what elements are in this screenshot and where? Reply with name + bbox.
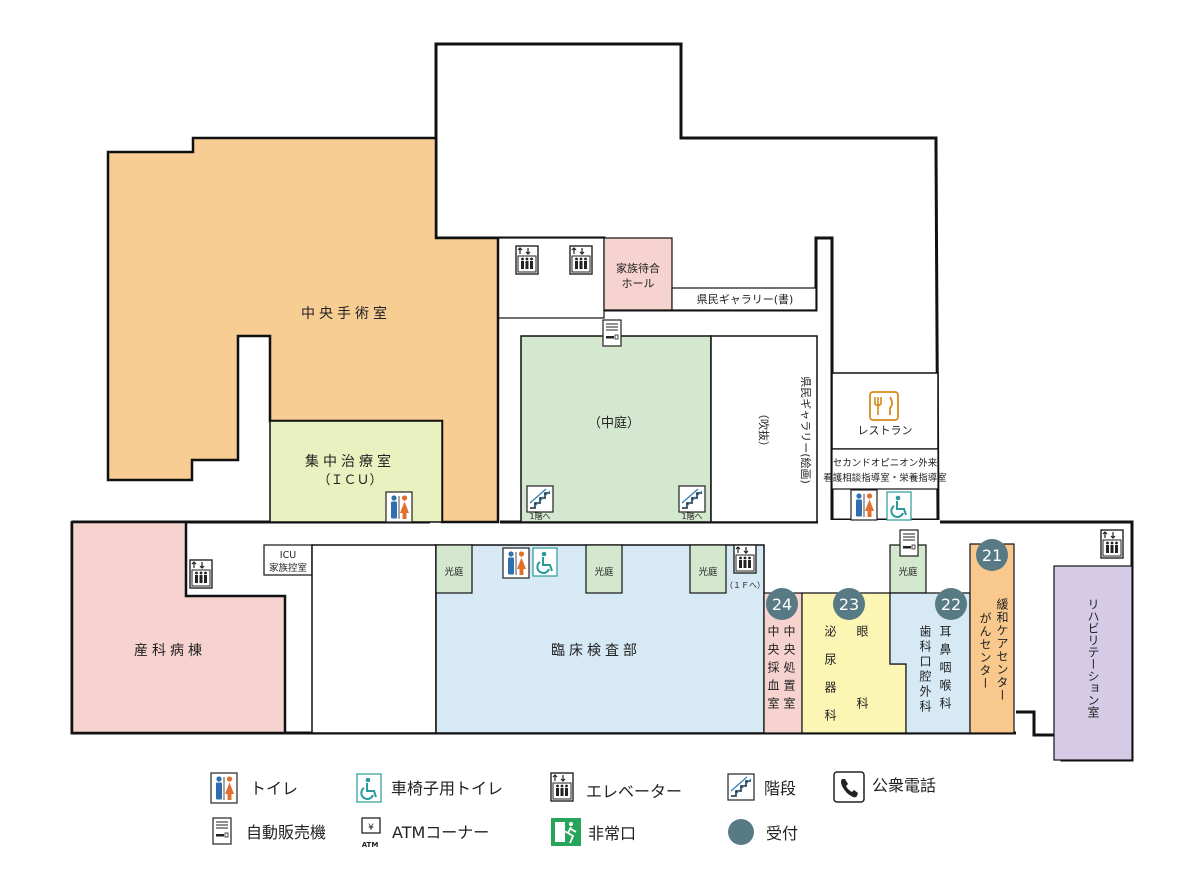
- rehab-room: [1053, 565, 1133, 761]
- reception-badge-21: 21: [976, 539, 1008, 571]
- ophth-label: 眼科: [855, 625, 869, 769]
- icu-family-label-2: 家族控室: [269, 562, 307, 574]
- svg-text:21: 21: [982, 546, 1002, 565]
- toilet-icon: [502, 547, 530, 579]
- atm-icon-text: ATM: [362, 841, 379, 849]
- phone-icon: [833, 771, 865, 803]
- ent-label-col1: 耳鼻咽喉科: [938, 625, 952, 715]
- atrium-label: （吹抜）: [757, 408, 771, 452]
- reception-badge-22: 22: [935, 588, 967, 620]
- svg-text:22: 22: [941, 595, 961, 614]
- atm-icon: ¥ ATM: [361, 817, 381, 849]
- icu-label-1: 集中治療室: [305, 453, 395, 470]
- second-opinion-label-2: 看護相談指導室・栄養指導室: [823, 472, 947, 484]
- vending-icon: [899, 529, 919, 557]
- toilet-icon: [210, 772, 238, 804]
- legend-accessible-label: 車椅子用トイレ: [391, 779, 503, 798]
- obstetrics-ward: [70, 520, 287, 735]
- family-hall-label-2: ホール: [622, 277, 655, 290]
- reception-badge-23: 23: [833, 588, 865, 620]
- light-court-label-4: 光庭: [898, 566, 918, 578]
- gallery-book-corridor: [671, 287, 817, 311]
- legend-elevator-label: エレベーター: [586, 782, 682, 801]
- light-court-label-1: 光庭: [444, 566, 464, 578]
- surgery-label: 中央手術室: [301, 305, 391, 322]
- svg-text:23: 23: [839, 595, 859, 614]
- vending-icon: [602, 319, 622, 347]
- icu-room: [269, 420, 443, 523]
- restaurant-icon: [869, 391, 899, 421]
- legend-reception-label: 受付: [766, 824, 798, 843]
- blood-label-col1: 中央処置室: [782, 624, 796, 715]
- uro-label: 泌尿器科: [823, 625, 837, 737]
- toilet-icon: [385, 491, 413, 523]
- rehab-label: リハビリテーション室: [1086, 598, 1100, 718]
- wheelchair-icon: [886, 491, 912, 521]
- family-hall-label-1: 家族待合: [616, 261, 660, 275]
- second-opinion-room: [831, 448, 939, 490]
- gallery-painting-label: 県民ギャラリー(絵画): [799, 376, 813, 484]
- stairs-icon: [678, 485, 706, 513]
- elevator-icon: [550, 772, 574, 802]
- elevator-icon: [733, 544, 757, 574]
- toilet-icon: [850, 489, 878, 521]
- stairs-1f-label-2: 1階へ: [681, 511, 702, 521]
- lab-label: 臨床検査部: [551, 643, 641, 659]
- blood-label-col2: 中央採血室: [766, 624, 780, 715]
- stairs-1f-label-1: 1階へ: [529, 511, 550, 521]
- elevator-icon: [569, 245, 593, 275]
- svg-text:¥: ¥: [368, 823, 374, 833]
- light-court-label-2: 光庭: [594, 566, 614, 578]
- stairs-icon: [727, 773, 755, 801]
- ent-label-col2: 歯科口腔外科: [918, 625, 932, 715]
- palliative-room: [969, 543, 1015, 734]
- restaurant-label: レストラン: [858, 424, 913, 437]
- legend-vending-label: 自動販売機: [246, 823, 326, 842]
- wheelchair-icon: [532, 547, 558, 577]
- palliative-label-col1: 緩和ケアセンター: [995, 598, 1009, 702]
- to-1f-label: （１Ｆへ）: [725, 581, 765, 590]
- courtyard-label: （中庭）: [588, 415, 640, 431]
- elevator-icon: [1100, 529, 1124, 559]
- second-opinion-label-1: セカンドオピニオン外来: [833, 457, 938, 469]
- emergency-exit-icon: [551, 818, 581, 846]
- palliative-label-col2: がんセンター: [978, 612, 992, 690]
- elevator-icon: [515, 245, 539, 275]
- legend-phone-label: 公衆電話: [872, 776, 936, 795]
- legend-atm-label: ATMコーナー: [392, 823, 489, 842]
- blank-room: [311, 544, 437, 734]
- vending-icon: [212, 817, 232, 845]
- legend-stairs-label: 階段: [764, 779, 796, 798]
- reception-dot-icon: [728, 819, 754, 845]
- legend-exit-label: 非常口: [588, 824, 636, 843]
- family-waiting-hall: [603, 237, 673, 311]
- reception-badge-24: 24: [766, 588, 798, 620]
- light-court-label-3: 光庭: [698, 566, 718, 578]
- legend: トイレ 車椅子用トイレ エレベーター 階段 公衆電話 自動販売機 ¥ ATM A…: [210, 771, 936, 849]
- icu-family-label-1: ICU: [280, 550, 296, 561]
- obstetrics-label: 産科病棟: [134, 643, 206, 659]
- stairs-icon: [526, 485, 554, 513]
- gallery-book-label: 県民ギャラリー(書): [697, 292, 794, 306]
- svg-text:24: 24: [772, 595, 792, 614]
- elevator-icon: [189, 559, 213, 589]
- legend-toilet-label: トイレ: [250, 779, 298, 798]
- icu-label-2: （ＩＣＵ）: [317, 473, 382, 488]
- atrium: [710, 335, 818, 523]
- wheelchair-icon: [356, 773, 382, 803]
